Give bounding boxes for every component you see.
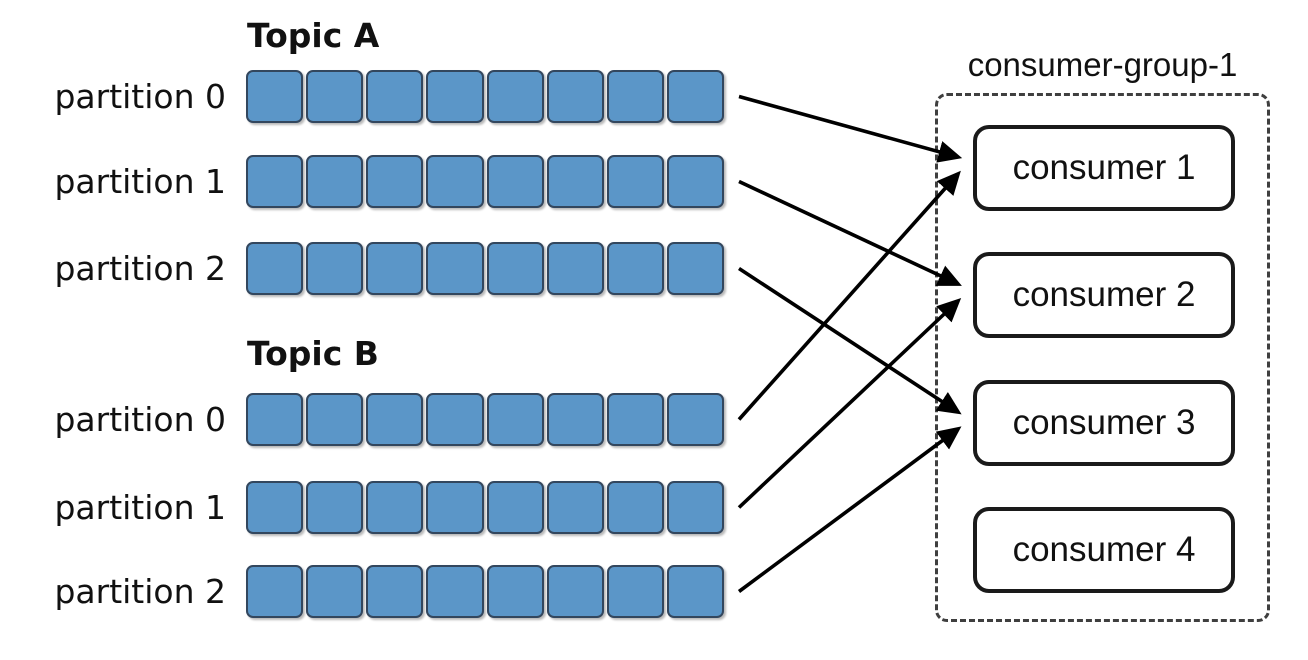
message-cell bbox=[246, 565, 304, 618]
message-cell bbox=[606, 70, 664, 123]
assignment-arrow bbox=[738, 94, 963, 163]
message-cell bbox=[666, 70, 724, 123]
message-cell bbox=[426, 481, 484, 534]
message-cell bbox=[426, 393, 484, 446]
message-cell bbox=[546, 565, 604, 618]
message-cell bbox=[306, 393, 364, 446]
partition-label: partition 1 bbox=[54, 488, 226, 527]
message-cell bbox=[486, 481, 544, 534]
partition-label: partition 0 bbox=[54, 400, 226, 439]
consumer-box: consumer 1 bbox=[973, 125, 1235, 211]
message-cell bbox=[246, 242, 304, 295]
assignment-arrow bbox=[738, 266, 962, 415]
partition-row bbox=[246, 481, 724, 534]
message-cell bbox=[306, 242, 364, 295]
message-cell bbox=[486, 565, 544, 618]
message-cell bbox=[246, 70, 304, 123]
partition-label: partition 2 bbox=[54, 249, 226, 288]
message-cell bbox=[486, 393, 544, 446]
message-cell bbox=[306, 565, 364, 618]
topic-label: Topic B bbox=[247, 334, 379, 373]
message-cell bbox=[666, 155, 724, 208]
message-cell bbox=[546, 481, 604, 534]
message-cell bbox=[666, 242, 724, 295]
message-cell bbox=[426, 155, 484, 208]
message-cell bbox=[366, 155, 424, 208]
assignment-arrow bbox=[737, 298, 962, 509]
message-cell bbox=[246, 393, 304, 446]
consumer-box: consumer 2 bbox=[973, 252, 1235, 338]
message-cell bbox=[366, 242, 424, 295]
assignment-arrow bbox=[738, 179, 962, 286]
message-cell bbox=[486, 242, 544, 295]
partition-row bbox=[246, 70, 724, 123]
assignment-arrow bbox=[737, 170, 961, 421]
message-cell bbox=[606, 565, 664, 618]
partition-row bbox=[246, 565, 724, 618]
message-cell bbox=[546, 155, 604, 208]
message-cell bbox=[426, 565, 484, 618]
message-cell bbox=[606, 393, 664, 446]
consumer-box: consumer 3 bbox=[973, 380, 1235, 466]
topic-label: Topic A bbox=[247, 16, 380, 55]
assignment-arrow bbox=[737, 426, 962, 593]
message-cell bbox=[366, 393, 424, 446]
partition-row bbox=[246, 393, 724, 446]
message-cell bbox=[546, 70, 604, 123]
message-cell bbox=[426, 70, 484, 123]
partition-row bbox=[246, 155, 724, 208]
message-cell bbox=[546, 393, 604, 446]
message-cell bbox=[546, 242, 604, 295]
message-cell bbox=[666, 393, 724, 446]
message-cell bbox=[246, 481, 304, 534]
message-cell bbox=[366, 565, 424, 618]
partition-label: partition 0 bbox=[54, 77, 226, 116]
message-cell bbox=[666, 481, 724, 534]
message-cell bbox=[306, 481, 364, 534]
message-cell bbox=[486, 70, 544, 123]
partition-label: partition 2 bbox=[54, 572, 226, 611]
message-cell bbox=[366, 70, 424, 123]
message-cell bbox=[306, 70, 364, 123]
partition-row bbox=[246, 242, 724, 295]
message-cell bbox=[606, 481, 664, 534]
message-cell bbox=[486, 155, 544, 208]
message-cell bbox=[306, 155, 364, 208]
message-cell bbox=[666, 565, 724, 618]
message-cell bbox=[606, 242, 664, 295]
consumer-group-label: consumer-group-1 bbox=[967, 46, 1238, 83]
message-cell bbox=[426, 242, 484, 295]
message-cell bbox=[606, 155, 664, 208]
partition-label: partition 1 bbox=[54, 162, 226, 201]
message-cell bbox=[366, 481, 424, 534]
consumer-box: consumer 4 bbox=[973, 507, 1235, 593]
message-cell bbox=[246, 155, 304, 208]
